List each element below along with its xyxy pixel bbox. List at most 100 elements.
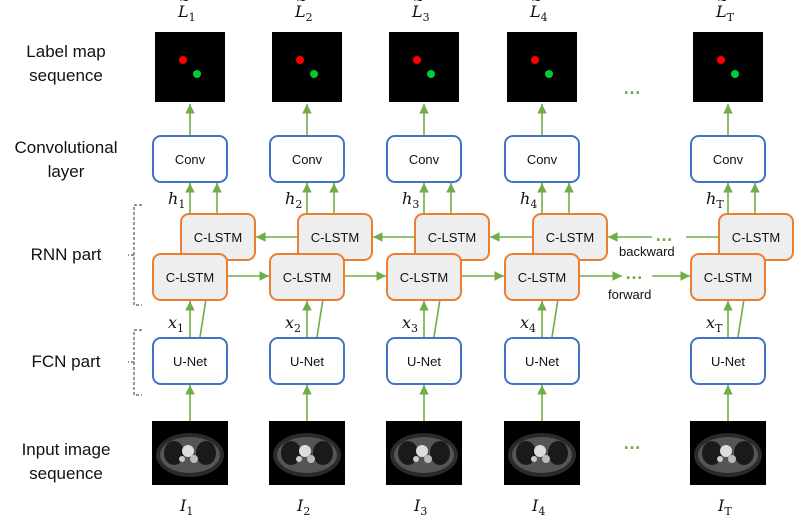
unet-node-2[interactable]: U-Net [269, 337, 345, 385]
image-label-T: IT [718, 496, 732, 518]
label-map-title-1-subscript: 1 [188, 11, 196, 25]
feature-label-1-symbol: x [168, 313, 178, 332]
image-label-T-symbol: I [718, 496, 725, 515]
label-map-title-2-subscript: 2 [305, 11, 313, 25]
label-dot-green [427, 70, 435, 78]
input-image-1 [152, 421, 228, 485]
label-dot-green [310, 70, 318, 78]
label-map-title-2-symbol: L [295, 0, 307, 21]
hidden-label-T-symbol: h [706, 189, 717, 208]
image-label-T-subscript: T [724, 505, 732, 519]
lstm-backward-2[interactable]: C-LSTM [297, 213, 373, 261]
conv-node-3[interactable]: Conv [386, 135, 462, 183]
feature-label-T-symbol: x [706, 313, 716, 332]
label-map-title-3-subscript: 3 [422, 11, 430, 25]
image-label-1-symbol: I [180, 496, 187, 515]
backward-label: backward [618, 244, 676, 259]
hidden-label-3: h3 [402, 189, 419, 211]
hidden-label-2: h2 [285, 189, 302, 211]
feature-label-2: x2 [285, 313, 301, 335]
lstm-forward-1[interactable]: C-LSTM [152, 253, 228, 301]
conv-node-1[interactable]: Conv [152, 135, 228, 183]
feature-label-4: x4 [520, 313, 536, 335]
hidden-label-4-subscript: 4 [530, 198, 538, 212]
hidden-label-4-symbol: h [520, 189, 531, 208]
feature-label-2-subscript: 2 [294, 322, 302, 336]
label-map-title-1: L1 [178, 0, 196, 25]
label-map-title-T-symbol: L [716, 0, 728, 21]
label-map-title-2: L2 [295, 0, 313, 25]
input-image-3 [386, 421, 462, 485]
row-label-input: Input image sequence [21, 440, 111, 483]
label-map-3 [389, 32, 459, 102]
label-map-4 [507, 32, 577, 102]
hidden-label-4: h4 [520, 189, 537, 211]
hidden-label-2-subscript: 2 [295, 198, 303, 212]
feature-label-T-subscript: T [715, 322, 723, 336]
label-map-title-1-symbol: L [178, 0, 190, 21]
ellipsis-images: … [623, 433, 642, 453]
feature-label-2-symbol: x [285, 313, 295, 332]
image-label-2: I2 [297, 496, 310, 518]
label-dot-red [413, 56, 421, 64]
lstm-forward-T[interactable]: C-LSTM [690, 253, 766, 301]
label-map-title-3-symbol: L [412, 0, 424, 21]
hidden-label-3-subscript: 3 [412, 198, 420, 212]
label-map-2 [272, 32, 342, 102]
input-image-T [690, 421, 766, 485]
input-image-2 [269, 421, 345, 485]
label-map-T [693, 32, 763, 102]
conv-node-2[interactable]: Conv [269, 135, 345, 183]
feature-label-T: xT [706, 313, 722, 335]
feature-label-1-subscript: 1 [177, 322, 185, 336]
conv-node-T[interactable]: Conv [690, 135, 766, 183]
input-image-4 [504, 421, 580, 485]
hidden-label-1-symbol: h [168, 189, 179, 208]
bracket-rnn [128, 204, 142, 306]
unet-node-3[interactable]: U-Net [386, 337, 462, 385]
forward-label: forward [607, 287, 653, 302]
image-label-2-symbol: I [297, 496, 304, 515]
label-map-title-4: L4 [530, 0, 548, 24]
lstm-forward-3[interactable]: C-LSTM [386, 253, 462, 301]
hidden-label-1: h1 [168, 189, 185, 211]
feature-label-1: x1 [168, 313, 184, 335]
ellipsis-forward: … [625, 263, 644, 283]
label-dot-red [179, 56, 187, 64]
feature-label-3-symbol: x [402, 313, 412, 332]
feature-label-3-subscript: 3 [411, 322, 419, 336]
image-label-3-symbol: I [414, 496, 421, 515]
unet-node-T[interactable]: U-Net [690, 337, 766, 385]
unet-node-4[interactable]: U-Net [504, 337, 580, 385]
bracket-fcn [128, 329, 142, 396]
label-map-title-T: LT [716, 0, 734, 25]
hidden-label-3-symbol: h [402, 189, 413, 208]
row-label-conv: Convolutional layer [14, 138, 118, 181]
image-label-3-subscript: 3 [420, 505, 428, 519]
conv-node-4[interactable]: Conv [504, 135, 580, 183]
row-label-rnn: RNN part [30, 245, 102, 264]
row-label-fcn: FCN part [31, 352, 101, 371]
hidden-label-2-symbol: h [285, 189, 296, 208]
lstm-forward-2[interactable]: C-LSTM [269, 253, 345, 301]
label-map-title-4-symbol: L [530, 0, 542, 21]
label-dot-red [531, 56, 539, 64]
hidden-label-T: hT [706, 189, 724, 211]
label-dot-red [717, 56, 725, 64]
image-label-4-subscript: 4 [538, 505, 546, 519]
label-map-title-T-subscript: T [726, 11, 734, 25]
label-map-1 [155, 32, 225, 102]
unet-node-1[interactable]: U-Net [152, 337, 228, 385]
label-dot-green [193, 70, 201, 78]
feature-label-4-symbol: x [520, 313, 530, 332]
image-label-4: I4 [532, 496, 545, 518]
feature-label-3: x3 [402, 313, 418, 335]
image-label-1: I1 [180, 496, 193, 518]
image-label-2-subscript: 2 [303, 505, 311, 519]
label-map-title-3: L3 [412, 0, 430, 25]
row-label-label-map: Label map sequence [26, 42, 106, 85]
image-label-4-symbol: I [532, 496, 539, 515]
lstm-forward-4[interactable]: C-LSTM [504, 253, 580, 301]
label-dot-green [731, 70, 739, 78]
